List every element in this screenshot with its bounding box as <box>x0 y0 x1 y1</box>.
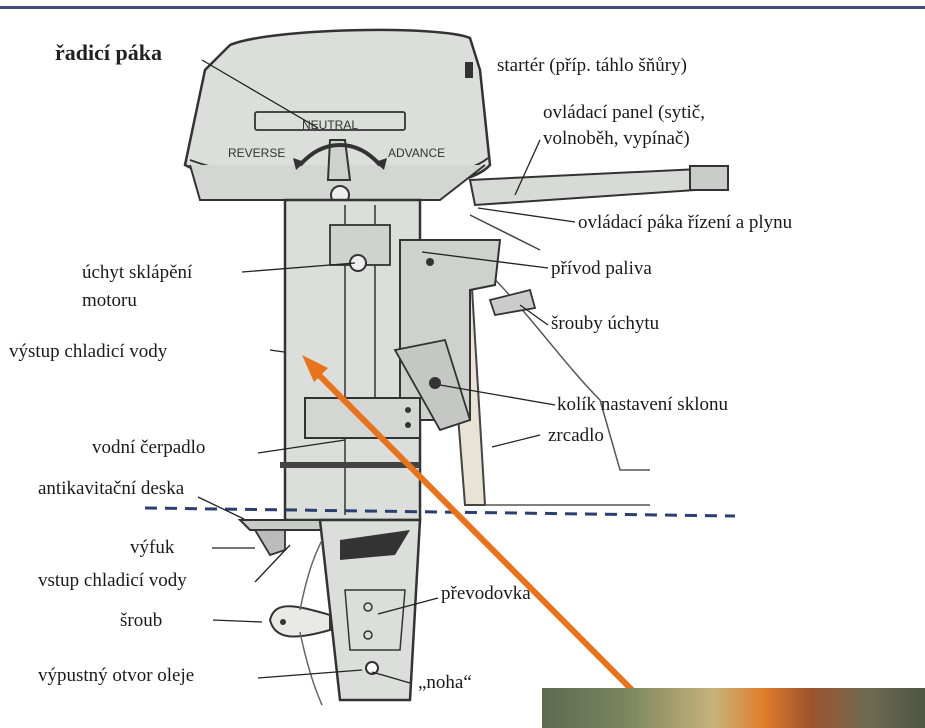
propeller <box>270 540 330 705</box>
label-transom: zrcadlo <box>548 425 604 447</box>
label-control-panel-cont: volnoběh, vypínač) <box>543 128 690 150</box>
label-gearbox: převodovka <box>441 583 531 605</box>
label-shift-lever: řadicí páka <box>55 42 162 64</box>
label-tilt-pin: kolík nastavení sklonu <box>557 394 728 416</box>
neutral-marking: NEUTRAL <box>302 118 358 132</box>
label-control-panel: ovládací panel (sytič, <box>543 102 705 124</box>
label-anticav-plate: antikavitační deska <box>38 478 184 500</box>
label-fuel-inlet: přívod paliva <box>551 258 652 280</box>
waterline <box>145 508 735 516</box>
label-water-inlet: vstup chladicí vody <box>38 570 187 592</box>
label-clamp-screws: šrouby úchytu <box>551 313 659 335</box>
photo-inset <box>542 688 925 728</box>
tiller-handle <box>470 166 728 250</box>
label-tilt-mount-cont: motoru <box>82 290 137 312</box>
label-tilt-mount: úchyt sklápění <box>82 262 192 284</box>
label-tiller: ovládací páka řízení a plynu <box>578 212 792 234</box>
advance-marking: ADVANCE <box>388 146 445 160</box>
reverse-marking: REVERSE <box>228 146 285 160</box>
label-propeller: šroub <box>120 610 162 632</box>
label-water-pump: vodní čerpadlo <box>92 437 205 459</box>
label-water-outlet: výstup chladicí vody <box>9 341 167 363</box>
label-oil-drain: výpustný otvor oleje <box>38 665 194 687</box>
label-leg: „noha“ <box>418 672 472 694</box>
label-exhaust: výfuk <box>130 537 174 559</box>
label-starter: startér (příp. táhlo šňůry) <box>497 55 687 77</box>
